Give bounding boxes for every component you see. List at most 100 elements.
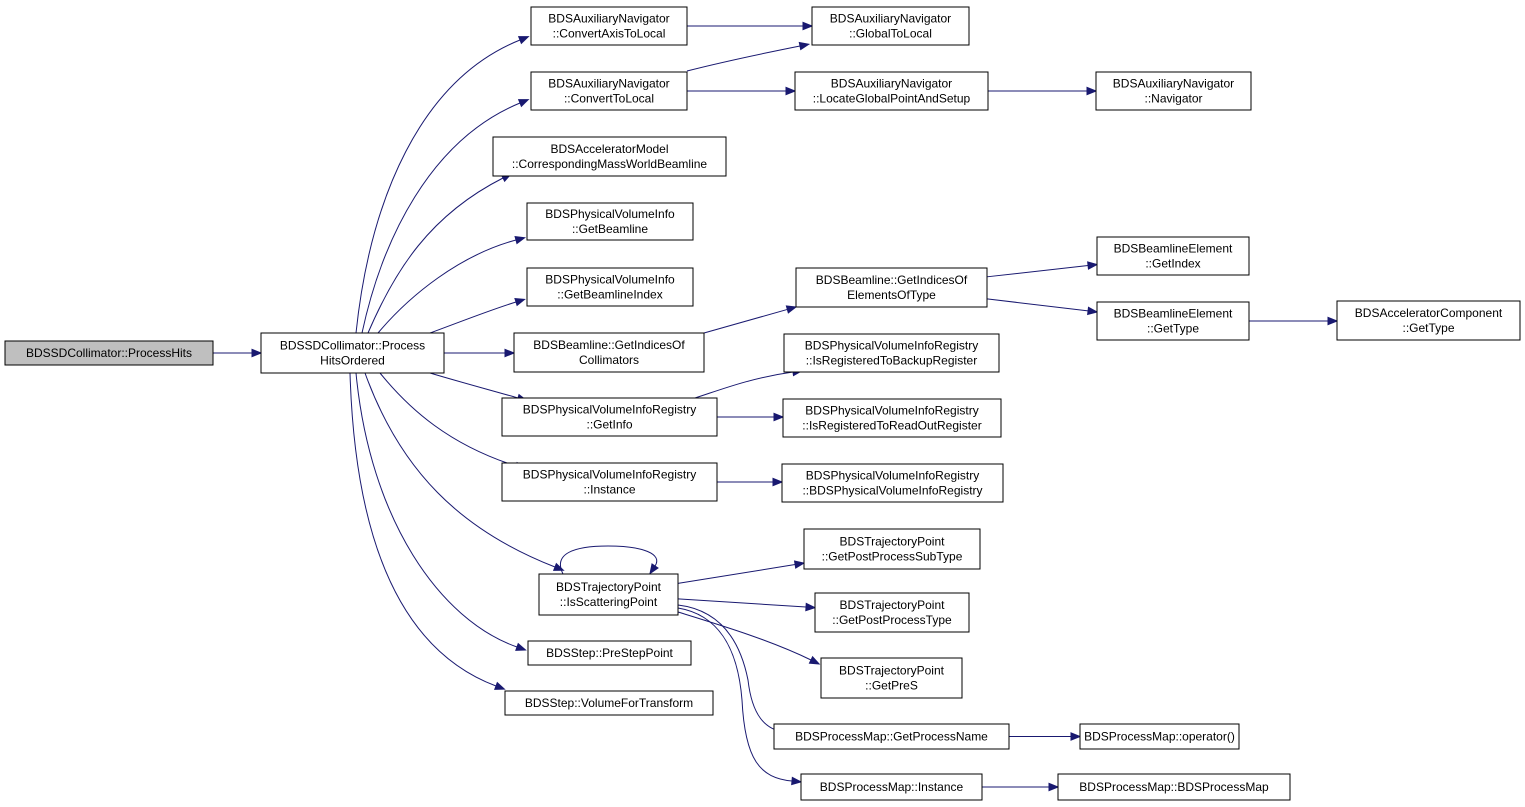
edge-ctl-gtl <box>686 41 811 72</box>
node-box <box>814 592 970 633</box>
node-label: ::Navigator <box>1144 92 1202 106</box>
arrowhead <box>514 298 526 307</box>
node-isp[interactable]: BDSTrajectoryPoint::IsScatteringPoint <box>538 573 679 616</box>
arrowhead <box>514 235 526 245</box>
node-label: BDSTrajectoryPoint <box>840 598 946 612</box>
node-agt[interactable]: BDSAcceleratorComponent::GetType <box>1336 300 1521 341</box>
edge-line <box>694 371 794 399</box>
edge-pho-ctl <box>361 99 530 334</box>
node-label: ::GetIndex <box>1145 257 1200 271</box>
node-gtl[interactable]: BDSAuxiliaryNavigator::GlobalToLocal <box>811 6 970 46</box>
node-vft[interactable]: BDSStep::VolumeForTransform <box>504 690 714 716</box>
arrowhead <box>805 602 817 612</box>
node-label: ::GetPreS <box>865 679 918 693</box>
node-label: BDSBeamlineElement <box>1114 307 1233 321</box>
node-cat[interactable]: BDSAuxiliaryNavigator::ConvertAxisToLoca… <box>530 6 688 46</box>
node-label: ::BDSPhysicalVolumeInfoRegistry <box>802 484 982 498</box>
edge-line <box>349 372 497 687</box>
node-box <box>527 640 692 666</box>
arrowhead <box>808 655 821 665</box>
node-pmc[interactable]: BDSProcessMap::BDSProcessMap <box>1057 773 1291 801</box>
node-opr[interactable]: BDSProcessMap::operator() <box>1079 723 1240 750</box>
edge-gie-bgi <box>986 261 1099 278</box>
arrowhead <box>504 348 516 358</box>
edge-pmi-pmc <box>982 782 1060 792</box>
node-label: BDSSDCollimator::Process <box>280 339 425 353</box>
node-label: BDSTrajectoryPoint <box>840 535 946 549</box>
node-nav[interactable]: BDSAuxiliaryNavigator::Navigator <box>1095 71 1252 111</box>
node-label: ::IsRegisteredToReadOutRegister <box>802 419 981 433</box>
node-psp[interactable]: BDSStep::PreStepPoint <box>527 640 692 666</box>
node-gbi[interactable]: BDSPhysicalVolumeInfo::GetBeamlineIndex <box>526 267 694 307</box>
node-label: ::GlobalToLocal <box>849 27 932 41</box>
edge-line <box>677 564 796 584</box>
arrowhead <box>785 305 798 314</box>
edge-isp-pmi <box>677 607 803 786</box>
node-label: ::LocateGlobalPointAndSetup <box>813 92 971 106</box>
node-label: ::GetInfo <box>586 418 632 432</box>
edge-lgp-nav <box>988 86 1098 96</box>
node-rbr[interactable]: BDSPhysicalVolumeInfoRegistry::IsRegiste… <box>783 333 1000 373</box>
node-label: BDSSDCollimator::ProcessHits <box>26 346 192 360</box>
node-ctor[interactable]: BDSPhysicalVolumeInfoRegistry::BDSPhysic… <box>781 463 1004 503</box>
node-ctl[interactable]: BDSAuxiliaryNavigator::ConvertToLocal <box>530 71 688 111</box>
node-bgi[interactable]: BDSBeamlineElement::GetIndex <box>1096 236 1250 276</box>
node-box <box>4 340 214 366</box>
node-label: ::CorrespondingMassWorldBeamline <box>512 157 708 171</box>
arrowhead <box>517 99 530 108</box>
node-ins[interactable]: BDSPhysicalVolumeInfoRegistry::Instance <box>501 462 718 502</box>
edge-isp-gps <box>677 611 821 665</box>
arrowhead <box>1327 316 1339 326</box>
node-box <box>795 267 988 308</box>
node-label: HitsOrdered <box>320 354 385 368</box>
arrowhead <box>552 562 565 571</box>
edge-gin-ror <box>717 412 785 422</box>
arrowhead <box>1087 261 1099 270</box>
node-cmw[interactable]: BDSAcceleratorModel::CorrespondingMassWo… <box>492 136 727 177</box>
node-label: BDSPhysicalVolumeInfo <box>545 273 675 287</box>
node-box <box>530 71 688 111</box>
node-box <box>800 773 983 801</box>
node-pmi[interactable]: BDSProcessMap::Instance <box>800 773 983 801</box>
node-gps[interactable]: BDSTrajectoryPoint::GetPreS <box>820 657 963 699</box>
node-ppt[interactable]: BDSTrajectoryPoint::GetPostProcessType <box>814 592 970 633</box>
nodes-layer: BDSSDCollimator::ProcessHits BDSSDCollima… <box>4 6 1521 801</box>
node-box <box>530 6 688 46</box>
node-box <box>501 462 718 502</box>
node-box <box>526 202 694 241</box>
edge-line <box>703 308 788 334</box>
node-box <box>1057 773 1291 801</box>
node-label: ::Instance <box>583 483 635 497</box>
node-box <box>1096 301 1250 341</box>
edge-pho-gbi <box>429 298 526 334</box>
node-label: BDSAuxiliaryNavigator <box>1113 77 1234 91</box>
node-gbl[interactable]: BDSPhysicalVolumeInfo::GetBeamline <box>526 202 694 241</box>
node-gpn[interactable]: BDSProcessMap::GetProcessName <box>773 723 1010 750</box>
node-label: BDSTrajectoryPoint <box>556 580 662 594</box>
edge-line <box>355 372 518 648</box>
edge-line <box>986 265 1089 278</box>
arrowhead <box>649 563 659 575</box>
node-lgp[interactable]: BDSAuxiliaryNavigator::LocateGlobalPoint… <box>794 71 989 111</box>
node-label: BDSPhysicalVolumeInfoRegistry <box>806 469 979 483</box>
edge-pho-vft <box>349 372 506 690</box>
node-box <box>1095 71 1252 111</box>
node-box <box>781 463 1004 503</box>
edge-line <box>677 604 786 733</box>
node-box <box>501 397 718 437</box>
edge-gie-bgt <box>986 298 1099 316</box>
node-label: BDSProcessMap::operator() <box>1084 730 1235 744</box>
node-label: ::GetType <box>1402 321 1454 335</box>
node-gin[interactable]: BDSPhysicalVolumeInfoRegistry::GetInfo <box>501 397 718 437</box>
node-bgt[interactable]: BDSBeamlineElement::GetType <box>1096 301 1250 341</box>
edge-ins-ctor <box>717 477 784 487</box>
edge-isp-ppst <box>677 560 806 584</box>
node-ror[interactable]: BDSPhysicalVolumeInfoRegistry::IsRegiste… <box>782 398 1002 438</box>
node-ppst[interactable]: BDSTrajectoryPoint::GetPostProcessSubTyp… <box>803 528 981 570</box>
node-box <box>513 332 705 373</box>
node-box <box>794 71 989 111</box>
node-label: ::GetPostProcessSubType <box>822 550 963 564</box>
